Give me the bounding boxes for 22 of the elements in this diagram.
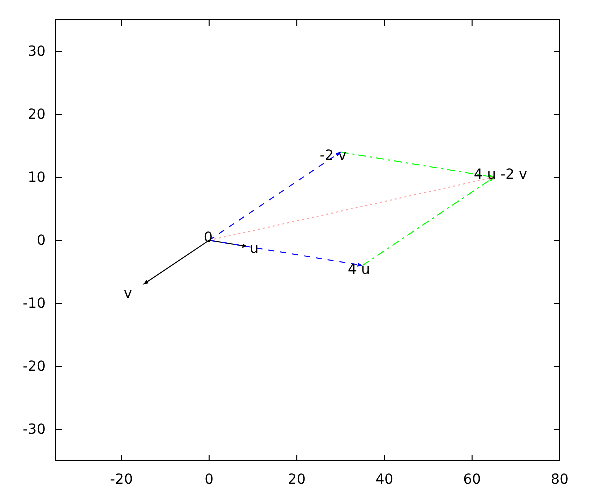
vector-arrow bbox=[143, 240, 210, 286]
axis-tick-label: 80 bbox=[551, 472, 569, 488]
vector-arrow bbox=[340, 152, 495, 179]
axis-tick-label: 40 bbox=[376, 472, 394, 488]
vector-arrow bbox=[208, 152, 342, 241]
axis-tick-label: 20 bbox=[288, 472, 306, 488]
vector-arrow bbox=[208, 240, 364, 267]
axis-tick-label: -10 bbox=[23, 296, 46, 312]
point-label: v bbox=[124, 286, 132, 302]
axis-tick-label: -30 bbox=[23, 422, 46, 438]
axis-tick-label: -20 bbox=[23, 358, 46, 374]
axis-tick-label: 0 bbox=[204, 472, 214, 488]
point-label: u bbox=[250, 241, 259, 257]
vector-arrow bbox=[362, 177, 495, 266]
axis-tick-label: 0 bbox=[37, 232, 46, 248]
point-label: -2 v bbox=[320, 148, 347, 164]
axis-tick-label: -20 bbox=[110, 472, 134, 488]
axis-tick-label: 60 bbox=[463, 472, 482, 488]
point-label: 4 u bbox=[348, 262, 370, 278]
axis-tick-label: 30 bbox=[28, 44, 46, 60]
axis-tick-label: 20 bbox=[28, 106, 46, 122]
axis-tick-label: 10 bbox=[28, 170, 46, 186]
